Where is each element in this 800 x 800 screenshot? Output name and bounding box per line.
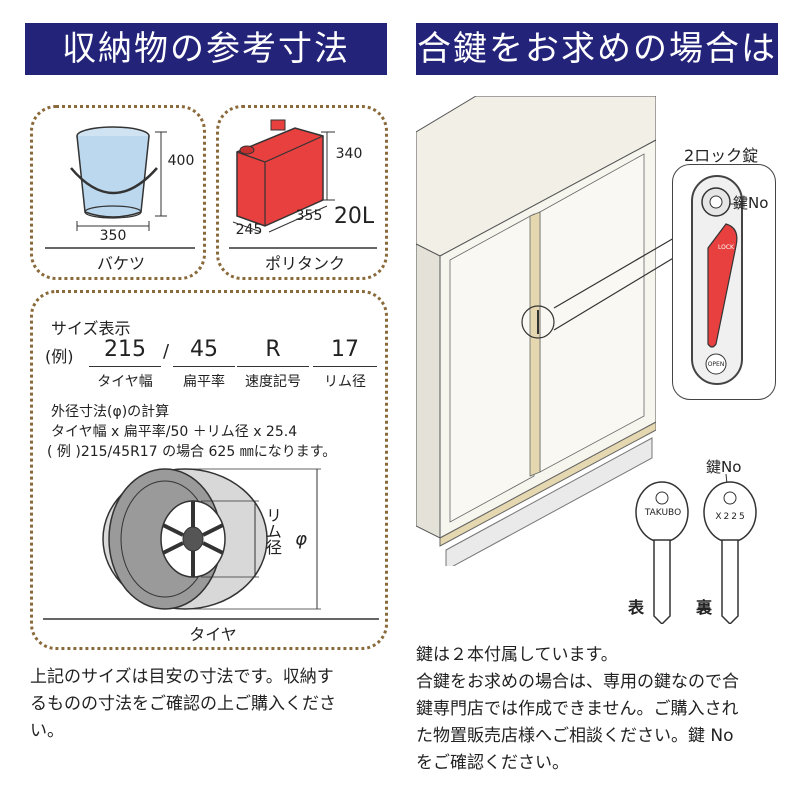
- tank-capacity: 20L: [333, 204, 375, 229]
- left-note-line-1: 上記のサイズは目安の寸法です。収納す: [30, 667, 334, 687]
- size-value-width: 215: [104, 337, 146, 362]
- calc-title: 外径寸法(φ)の計算: [51, 404, 170, 420]
- tire-label: タイヤ: [189, 625, 237, 644]
- tire-illustration: [43, 468, 379, 620]
- bucket-label: バケツ: [96, 254, 145, 273]
- lock-title: 2ロック錠: [684, 146, 759, 165]
- lock-text: LOCK: [718, 244, 734, 251]
- diameter-label: φ: [295, 529, 307, 550]
- callout-line: [553, 237, 681, 331]
- lock-illustration: [691, 175, 743, 385]
- bucket-panel: 400 350 バケツ: [30, 105, 206, 280]
- left-header: 収納物の参考寸法: [25, 23, 387, 75]
- right-note-line-4: た物置販売店様へご相談ください。鍵 No: [416, 726, 734, 746]
- size-value-speed: R: [265, 337, 281, 362]
- left-note-line-3: い。: [30, 721, 64, 741]
- size-label-speed: 速度記号: [245, 374, 301, 390]
- keys-key-no: 鍵No: [706, 458, 742, 476]
- size-example-prefix: (例): [45, 347, 74, 366]
- size-title: サイズ表示: [51, 319, 131, 338]
- open-text: OPEN: [707, 361, 725, 368]
- bucket-width: 350: [99, 228, 127, 244]
- right-note-line-3: 鍵専門店では作成できません。ご購入され: [416, 699, 739, 719]
- tank-illustration: [229, 119, 377, 249]
- size-label-width: タイヤ幅: [97, 374, 153, 390]
- size-underline-1: [89, 366, 161, 367]
- keys-illustration: [635, 474, 757, 624]
- key-code: X225: [715, 512, 747, 522]
- key-brand: TAKUBO: [644, 508, 682, 518]
- key-back-label: 裏: [695, 598, 712, 617]
- size-underline-2: [173, 366, 235, 367]
- right-note-line-1: 鍵は２本付属しています。: [416, 645, 618, 665]
- calc-formula: タイヤ幅 x 扁平率/50 ＋リム径 x 25.4: [51, 424, 298, 440]
- tire-panel: サイズ表示 (例) 215 / 45 R 17 タイヤ幅 扁平率 速度記号 リム…: [30, 290, 388, 650]
- right-note-line-2: 合鍵をお求めの場合は、専用の鍵なので合: [416, 672, 739, 692]
- tank-height: 340: [335, 146, 363, 162]
- lock-key-no: 鍵No: [733, 194, 769, 212]
- tank-label: ポリタンク: [264, 254, 345, 273]
- bucket-illustration: [45, 126, 195, 249]
- shed-illustration: [416, 96, 656, 566]
- size-value-aspect: 45: [190, 337, 218, 362]
- left-note-line-2: るものの寸法をご確認の上ご購入くださ: [30, 694, 336, 714]
- size-label-aspect: 扁平率: [183, 374, 225, 390]
- size-underline-4: [313, 366, 377, 367]
- key-front-label: 表: [627, 598, 644, 617]
- size-label-rim: リム径: [324, 374, 366, 390]
- size-separator: /: [162, 341, 170, 362]
- right-header: 合鍵をお求めの場合は: [416, 23, 778, 75]
- bucket-height: 400: [167, 153, 195, 169]
- tank-panel: 340 245 355 20L ポリタンク: [216, 105, 388, 280]
- tank-depth: 245: [235, 222, 263, 238]
- right-note-line-5: をご確認ください。: [416, 753, 569, 773]
- size-value-rim: 17: [331, 337, 359, 362]
- tank-width: 355: [295, 208, 323, 224]
- rim-label: リム径: [263, 507, 282, 555]
- size-underline-3: [237, 366, 309, 367]
- calc-example: ( 例 )215/45R17 の場合 625 ㎜になります。: [47, 444, 337, 460]
